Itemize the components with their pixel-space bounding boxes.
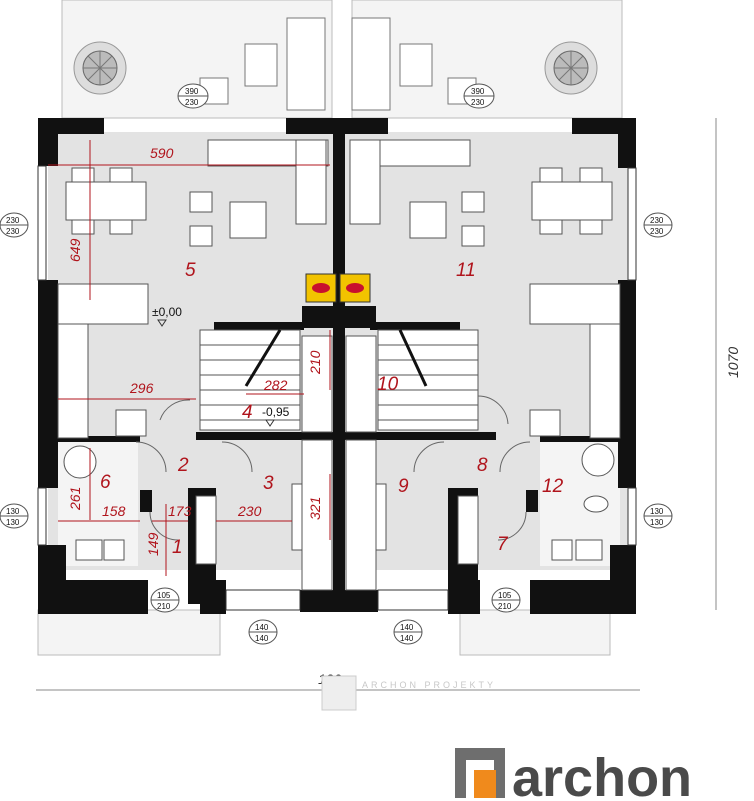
svg-text:140: 140 <box>400 623 414 632</box>
window-tag-130-left: 130 130 <box>0 503 29 529</box>
room-number-2: 2 <box>177 455 189 476</box>
window-tag-230-right: 230 230 <box>643 212 673 238</box>
svg-text:130: 130 <box>6 518 20 527</box>
walls <box>38 118 636 614</box>
room-number-7: 7 <box>497 534 509 555</box>
window-tag-140-left: 140 140 <box>248 619 278 645</box>
dim-649: 649 <box>67 238 83 262</box>
window-tag-140-right: 140 140 <box>393 619 423 645</box>
svg-text:230: 230 <box>471 98 485 107</box>
svg-text:140: 140 <box>400 634 414 643</box>
watermark-text: ARCHON PROJEKTY <box>362 680 496 690</box>
svg-text:230: 230 <box>6 227 20 236</box>
terrace-furniture <box>199 17 477 111</box>
dim-230: 230 <box>237 503 262 519</box>
dim-590: 590 <box>150 145 174 161</box>
svg-text:140: 140 <box>255 623 269 632</box>
staircases <box>199 329 479 431</box>
svg-text:105: 105 <box>157 591 171 600</box>
dim-1070: 1070 <box>725 347 741 378</box>
svg-text:130: 130 <box>650 518 664 527</box>
svg-text:210: 210 <box>157 602 171 611</box>
room-number-6: 6 <box>100 472 111 493</box>
dim-296: 296 <box>129 380 154 396</box>
level-marks: ±0,00 -0,95 <box>152 305 290 427</box>
svg-text:230: 230 <box>6 216 20 225</box>
archon-logo: archon <box>455 748 692 801</box>
dim-173: 173 <box>168 503 192 519</box>
window-tag-390-left: 390 230 <box>177 83 209 109</box>
window-tag-390-right: 390 230 <box>463 83 495 109</box>
room-number-3: 3 <box>263 473 274 494</box>
window-tag-230-left: 230 230 <box>0 212 29 238</box>
svg-text:230: 230 <box>650 216 664 225</box>
fireplaces <box>305 273 371 303</box>
room-number-1: 1 <box>172 537 183 558</box>
svg-text:130: 130 <box>650 507 664 516</box>
window-tag-130-right: 130 130 <box>643 503 673 529</box>
dim-149: 149 <box>145 532 161 556</box>
window-tags: 390 230 390 230 230 230 230 230 130 130 <box>0 83 673 645</box>
svg-text:230: 230 <box>185 98 199 107</box>
dining-tables <box>65 167 613 235</box>
room-number-8: 8 <box>477 455 488 476</box>
dim-282: 282 <box>263 377 288 393</box>
room-number-9: 9 <box>398 476 409 497</box>
level-stairs: -0,95 <box>262 405 290 419</box>
svg-text:130: 130 <box>6 507 20 516</box>
dimension-lines <box>36 118 717 691</box>
logo-mark-orange <box>474 770 496 798</box>
dim-158: 158 <box>102 503 126 519</box>
room-number-11: 11 <box>456 260 476 281</box>
watermark: ARCHON PROJEKTY <box>321 675 496 711</box>
room-number-12: 12 <box>542 476 564 497</box>
dimension-texts: 590 649 296 282 210 261 158 173 230 321 … <box>67 145 741 687</box>
room-number-10: 10 <box>377 374 399 395</box>
room-number-4: 4 <box>242 402 253 423</box>
svg-text:140: 140 <box>255 634 269 643</box>
svg-text:210: 210 <box>498 602 512 611</box>
window-tag-105-left: 105 210 <box>150 587 180 613</box>
room-numbers: 1 2 3 4 5 6 7 8 9 10 11 12 <box>100 260 564 558</box>
logo-text: archon <box>512 748 692 801</box>
window-tag-105-right: 105 210 <box>491 587 521 613</box>
round-planters <box>73 41 598 95</box>
windows <box>37 165 637 611</box>
bath-fixtures <box>63 335 615 591</box>
door-swings <box>135 395 531 541</box>
svg-text:105: 105 <box>498 591 512 600</box>
dim-261: 261 <box>67 487 83 511</box>
svg-text:230: 230 <box>650 227 664 236</box>
dim-210: 210 <box>307 350 323 375</box>
kitchen-counters <box>57 283 621 439</box>
room-number-5: 5 <box>185 260 196 281</box>
svg-text:390: 390 <box>471 87 485 96</box>
svg-text:390: 390 <box>185 87 199 96</box>
level-ground: ±0,00 <box>152 305 182 319</box>
dim-321: 321 <box>307 497 323 520</box>
